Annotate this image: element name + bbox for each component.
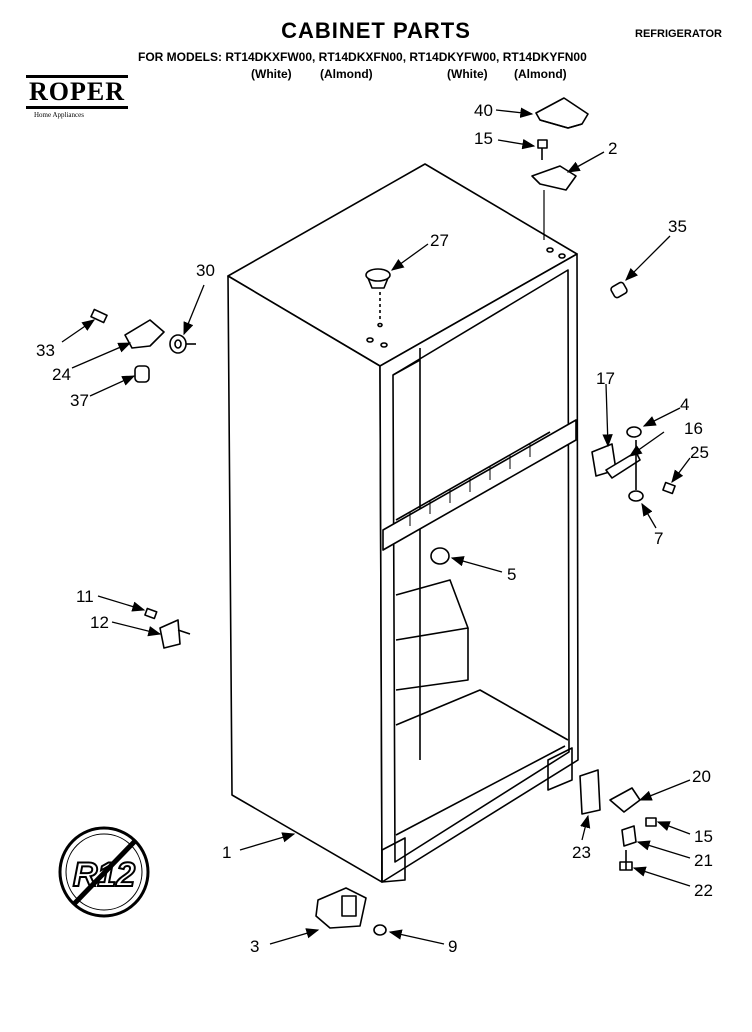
variant-label-2: (Almond) [320, 67, 373, 81]
r12-badge-text: R12 [73, 856, 135, 894]
callout-5: 5 [507, 565, 516, 584]
callout-24: 24 [52, 365, 71, 384]
page-title: CABINET PARTS [281, 18, 471, 43]
cabinet-top-plug [365, 268, 391, 328]
callout-35: 35 [668, 217, 687, 236]
center-hinge-assembly [591, 426, 676, 502]
callout-15-top: 15 [474, 129, 493, 148]
appliance-type: REFRIGERATOR [635, 28, 722, 40]
variant-label-4: (Almond) [514, 67, 567, 81]
callout-1: 1 [222, 843, 231, 862]
callout-22: 22 [694, 881, 713, 900]
variant-label-1: (White) [251, 67, 292, 81]
cabinet-shell [227, 163, 579, 883]
callout-30: 30 [196, 261, 215, 280]
model-list: FOR MODELS: RT14DKXFW00, RT14DKXFN00, RT… [138, 50, 587, 64]
variant-label-3: (White) [447, 67, 488, 81]
callout-17: 17 [596, 369, 615, 388]
top-hinge [531, 165, 577, 240]
callout-7: 7 [654, 529, 663, 548]
bottom-hinge-assembly [579, 769, 657, 871]
r12-refrigerant-badge: R12 [58, 826, 150, 918]
callout-2: 2 [608, 139, 617, 158]
hinge-screw-top [537, 139, 548, 160]
roper-logo: ROPER [26, 75, 128, 109]
callout-15-bottom: 15 [694, 827, 713, 846]
door-stop-bracket [144, 607, 191, 649]
callout-12: 12 [90, 613, 109, 632]
callout-labels: 1 2 3 4 5 7 9 11 12 15 15 16 17 20 21 22… [36, 101, 713, 956]
callout-40: 40 [474, 101, 493, 120]
callout-11: 11 [76, 587, 94, 606]
callout-25: 25 [690, 443, 709, 462]
callout-33: 33 [36, 341, 55, 360]
mullion-plug [430, 547, 450, 565]
roper-tagline: Home Appliances [34, 111, 84, 119]
callout-4: 4 [680, 395, 689, 414]
callout-16: 16 [684, 419, 703, 438]
callout-20: 20 [692, 767, 711, 786]
callout-37: 37 [70, 391, 89, 410]
callout-leaders [61, 107, 691, 945]
hinge-hole-plug [610, 281, 628, 299]
callout-21: 21 [694, 851, 713, 870]
top-hinge-cover [535, 97, 589, 129]
lower-hinge-bracket [315, 887, 387, 936]
callout-9: 9 [448, 937, 457, 956]
callout-3: 3 [250, 937, 259, 956]
callout-27: 27 [430, 231, 449, 250]
callout-23: 23 [572, 843, 591, 862]
side-hinge-assembly [90, 308, 196, 383]
